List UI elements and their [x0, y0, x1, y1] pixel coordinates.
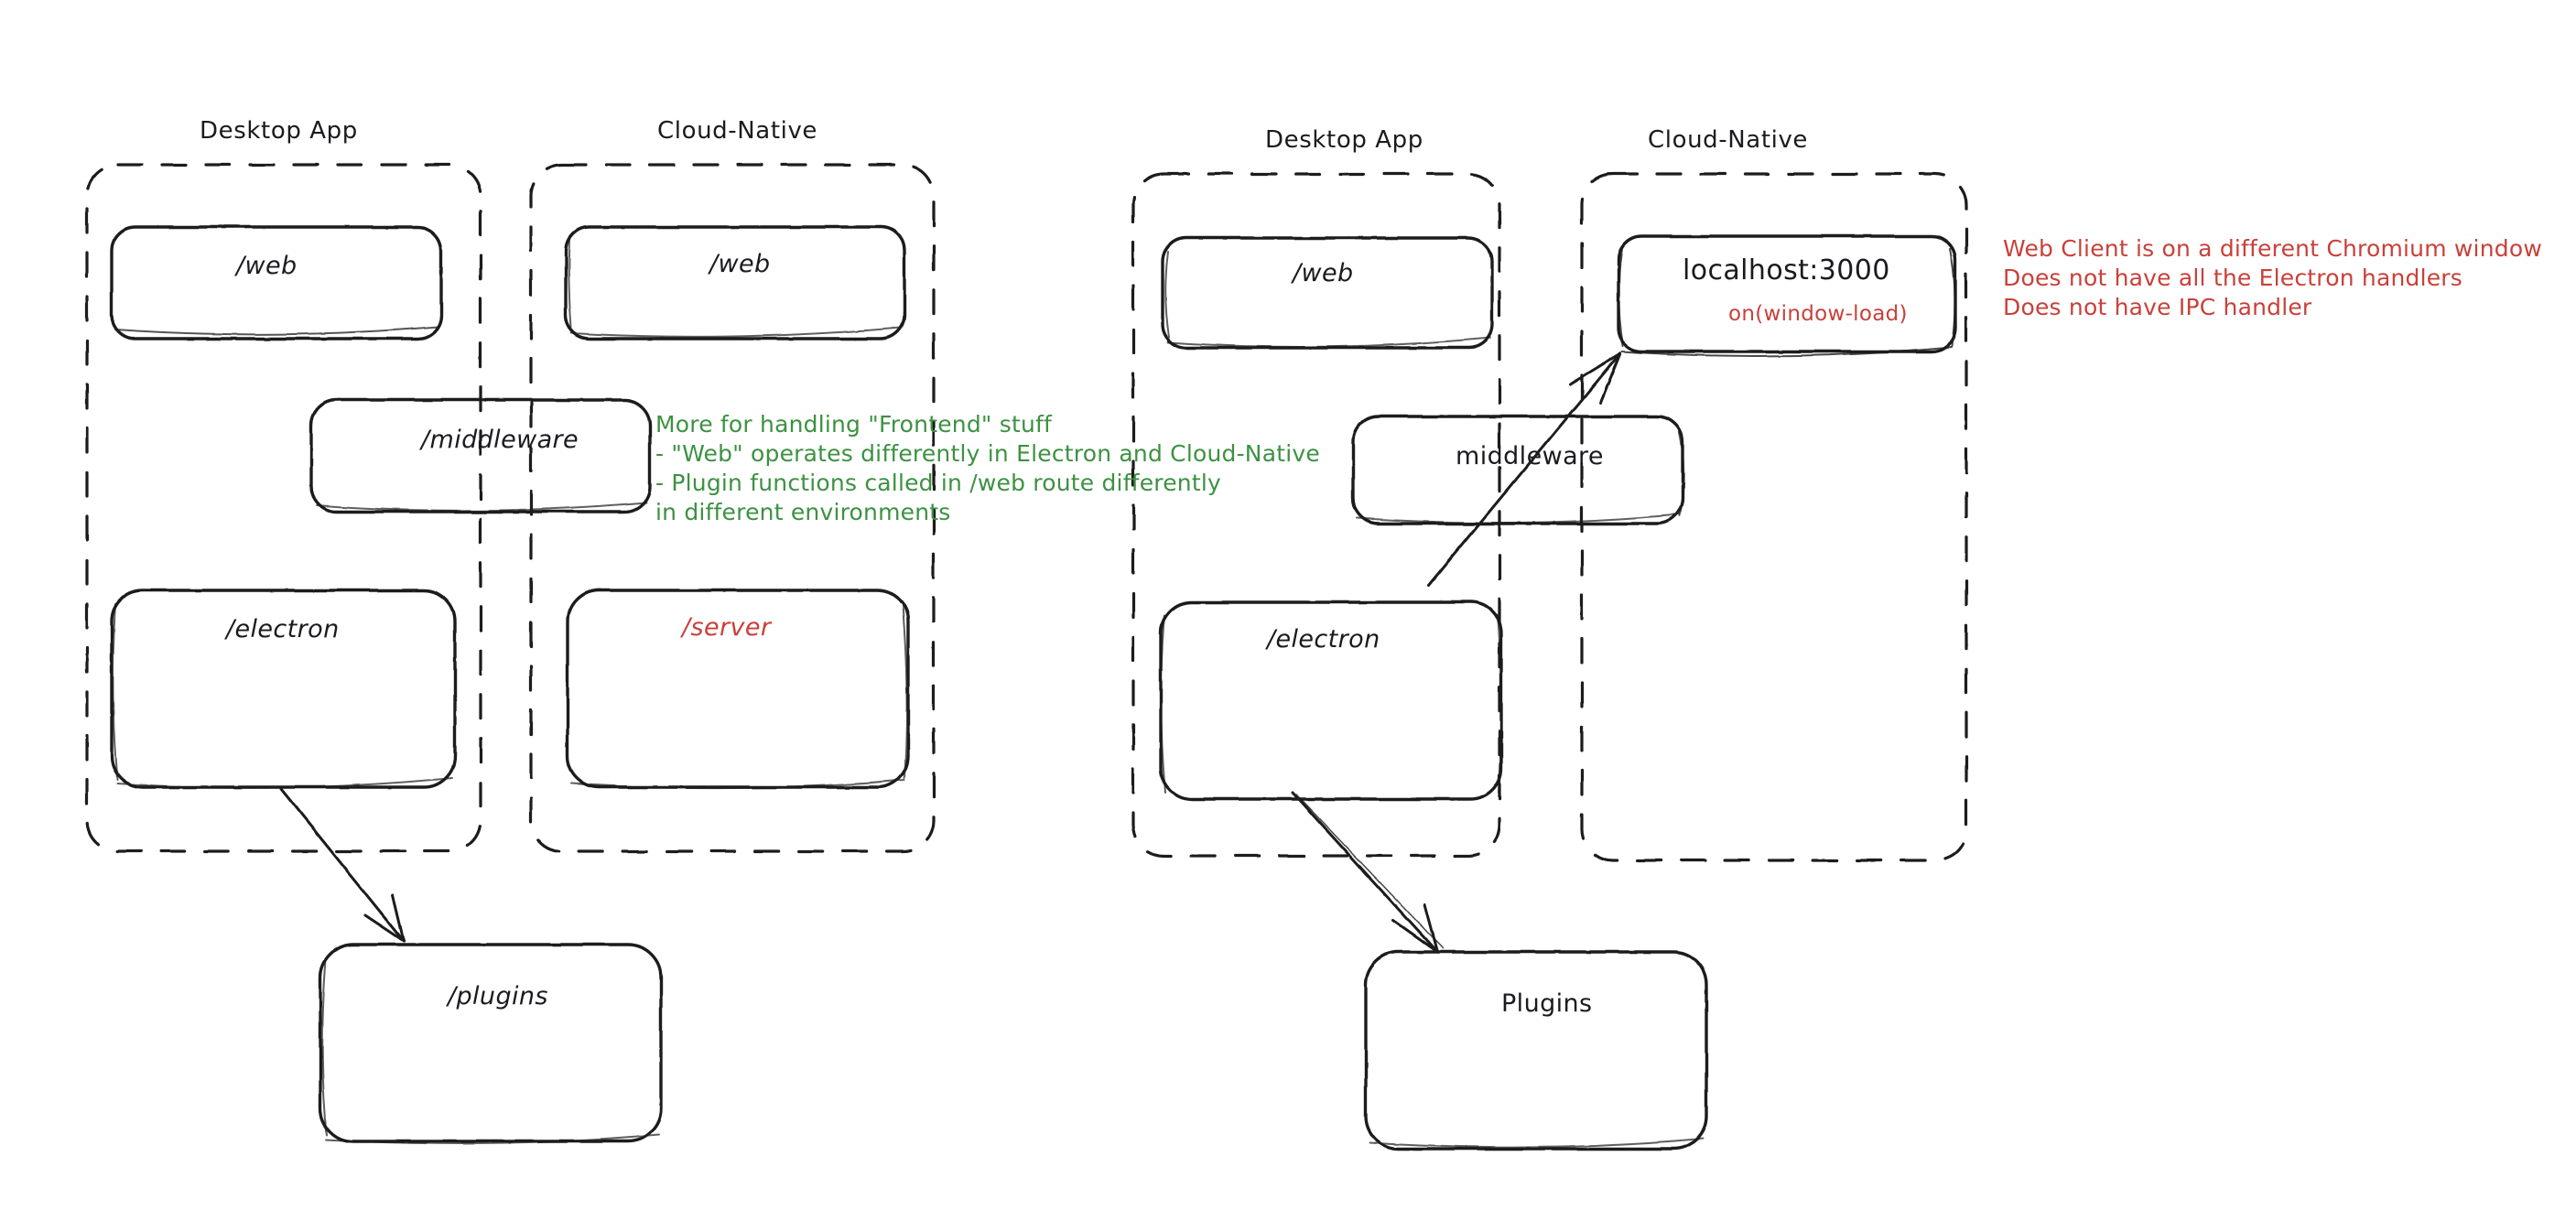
box-label-web-desktop-right: /web	[1293, 259, 1354, 287]
box-localhost-right	[1617, 234, 1957, 357]
group-desktop-app-right	[1131, 172, 1501, 858]
box-web-desktop-left	[110, 225, 443, 340]
box-plugins-left	[319, 943, 663, 1145]
box-plugins-right	[1364, 950, 1708, 1151]
group-label-cloud-native-left: Cloud-Native	[657, 117, 818, 145]
box-electron-right	[1159, 600, 1503, 801]
box-web-desktop-right	[1161, 236, 1494, 350]
group-label-cloud-native-right: Cloud-Native	[1648, 126, 1809, 154]
box-label-electron-left: /electron	[226, 615, 340, 643]
box-label-middleware-right: middleware	[1456, 442, 1604, 470]
group-label-desktop-app-left: Desktop App	[200, 117, 358, 145]
arrow-electron-to-localhost-right	[1426, 351, 1622, 588]
annotation-web-client-note: Web Client is on a different Chromium wi…	[2003, 235, 2542, 320]
box-middleware-right	[1351, 415, 1685, 525]
box-label-localhost-right: localhost:3000	[1683, 254, 1890, 286]
box-middleware-left	[309, 398, 652, 513]
group-cloud-native-right	[1580, 172, 1968, 862]
box-label-plugins-left: /plugins	[448, 982, 548, 1010]
box-web-cloud-left	[564, 225, 906, 340]
arrow-electron-to-plugins-left	[279, 787, 406, 943]
box-label-electron-right: /electron	[1267, 625, 1380, 654]
box-label-server-left: /server	[682, 613, 772, 642]
box-label-middleware-left: /middleware	[421, 426, 579, 454]
group-cloud-native-left	[529, 163, 936, 853]
group-label-desktop-app-right: Desktop App	[1265, 126, 1423, 154]
annotation-frontend-note: More for handling "Frontend" stuff - "We…	[655, 411, 1320, 525]
box-label-plugins-right: Plugins	[1501, 989, 1593, 1018]
box-label-web-desktop-left: /web	[236, 252, 298, 280]
box-server-left	[566, 589, 910, 790]
box-electron-left	[110, 589, 457, 789]
arrow-electron-to-plugins-right	[1291, 791, 1444, 954]
box-label-web-cloud-left: /web	[709, 250, 771, 278]
box-sublabel-on-window-load: on(window-load)	[1728, 302, 1908, 326]
